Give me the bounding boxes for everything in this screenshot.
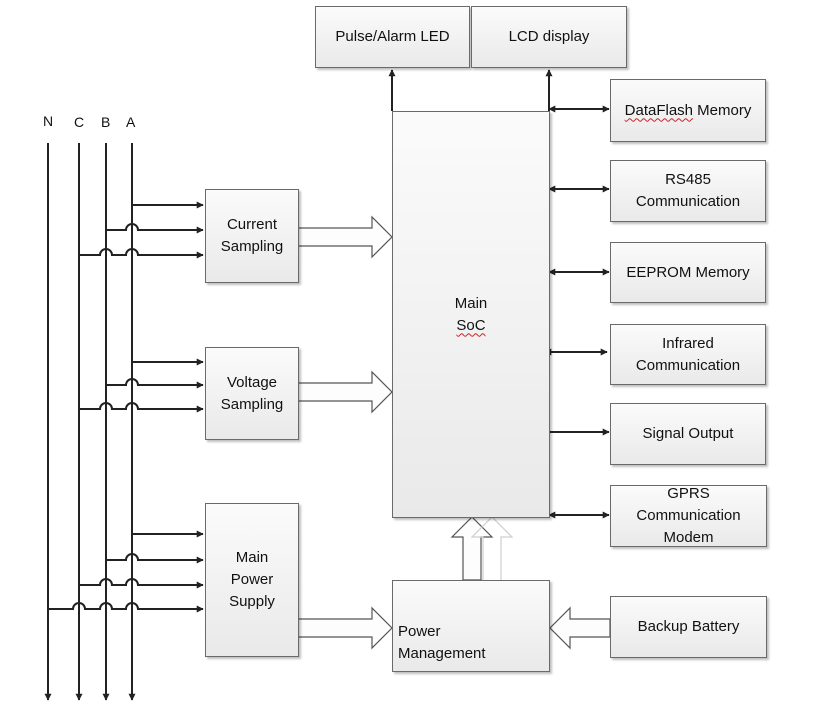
gprs-modem-label: GPRS Communication Modem: [636, 485, 741, 546]
main-soc-label-line2: SoC: [456, 316, 486, 334]
pulse-alarm-led-label: Pulse/Alarm LED: [335, 28, 450, 45]
tap-b-current: [106, 223, 204, 234]
infrared-communication-block: Infrared Communication: [610, 324, 766, 385]
lcd-display-block: LCD display: [471, 6, 627, 68]
main-soc-label-line1: Main: [454, 294, 488, 312]
pulse-alarm-led-block: Pulse/Alarm LED: [315, 6, 470, 68]
arrow-battery-to-pm: [549, 606, 611, 650]
arrow-pm-to-soc: [450, 516, 494, 581]
tap-b-voltage: [106, 378, 204, 389]
peripheral-links: [544, 105, 610, 519]
main-power-supply-label: Main Power Supply: [229, 549, 275, 610]
arrow-current-to-soc: [297, 215, 393, 259]
dataflash-word: DataFlash: [624, 101, 694, 119]
infrared-communication-label: Infrared Communication: [635, 334, 741, 374]
phase-bus-lines: [44, 143, 136, 701]
current-sampling-block: Current Sampling: [205, 189, 299, 283]
tap-n-power: [48, 602, 204, 613]
rs485-communication-block: RS485 Communication: [610, 160, 766, 222]
phase-label-a: A: [126, 114, 136, 130]
phase-label-b: B: [101, 114, 111, 130]
power-management-label: Power Management: [398, 623, 486, 662]
voltage-sampling-label: Voltage Sampling: [220, 373, 284, 413]
signal-output-label: Signal Output: [642, 425, 734, 442]
lcd-display-label: LCD display: [508, 28, 590, 45]
eeprom-memory-label: EEPROM Memory: [626, 263, 750, 281]
signal-output-block: Signal Output: [610, 403, 766, 465]
dataflash-memory-label: DataFlash Memory: [625, 100, 752, 122]
phase-label-c: C: [74, 114, 85, 130]
tap-c-voltage: [79, 402, 204, 413]
phase-label-n: N: [43, 113, 54, 129]
display-links: [388, 69, 553, 111]
current-taps: [79, 201, 204, 259]
tap-b-power: [106, 553, 204, 564]
main-power-supply-block: Main Power Supply: [205, 503, 299, 657]
voltage-taps: [79, 358, 204, 413]
power-management-block: Power Management: [392, 580, 550, 672]
tap-c-current: [79, 248, 204, 259]
power-taps: [48, 530, 204, 613]
backup-battery-block: Backup Battery: [610, 596, 767, 658]
gprs-modem-block: GPRS Communication Modem: [610, 485, 767, 547]
block-arrows: [297, 215, 611, 650]
rs485-communication-label: RS485 Communication: [635, 171, 741, 210]
voltage-sampling-block: Voltage Sampling: [205, 347, 299, 440]
arrow-power-to-pm: [297, 606, 393, 650]
tap-c-power: [79, 578, 204, 589]
arrow-voltage-to-soc: [297, 370, 393, 414]
current-sampling-label: Current Sampling: [220, 216, 284, 255]
eeprom-memory-block: EEPROM Memory: [610, 242, 766, 303]
main-soc-block: Main SoC: [392, 111, 550, 518]
dataflash-memory-block: DataFlash Memory: [610, 79, 766, 142]
dataflash-memory-word: Memory: [693, 101, 752, 119]
backup-battery-label: Backup Battery: [637, 618, 740, 635]
